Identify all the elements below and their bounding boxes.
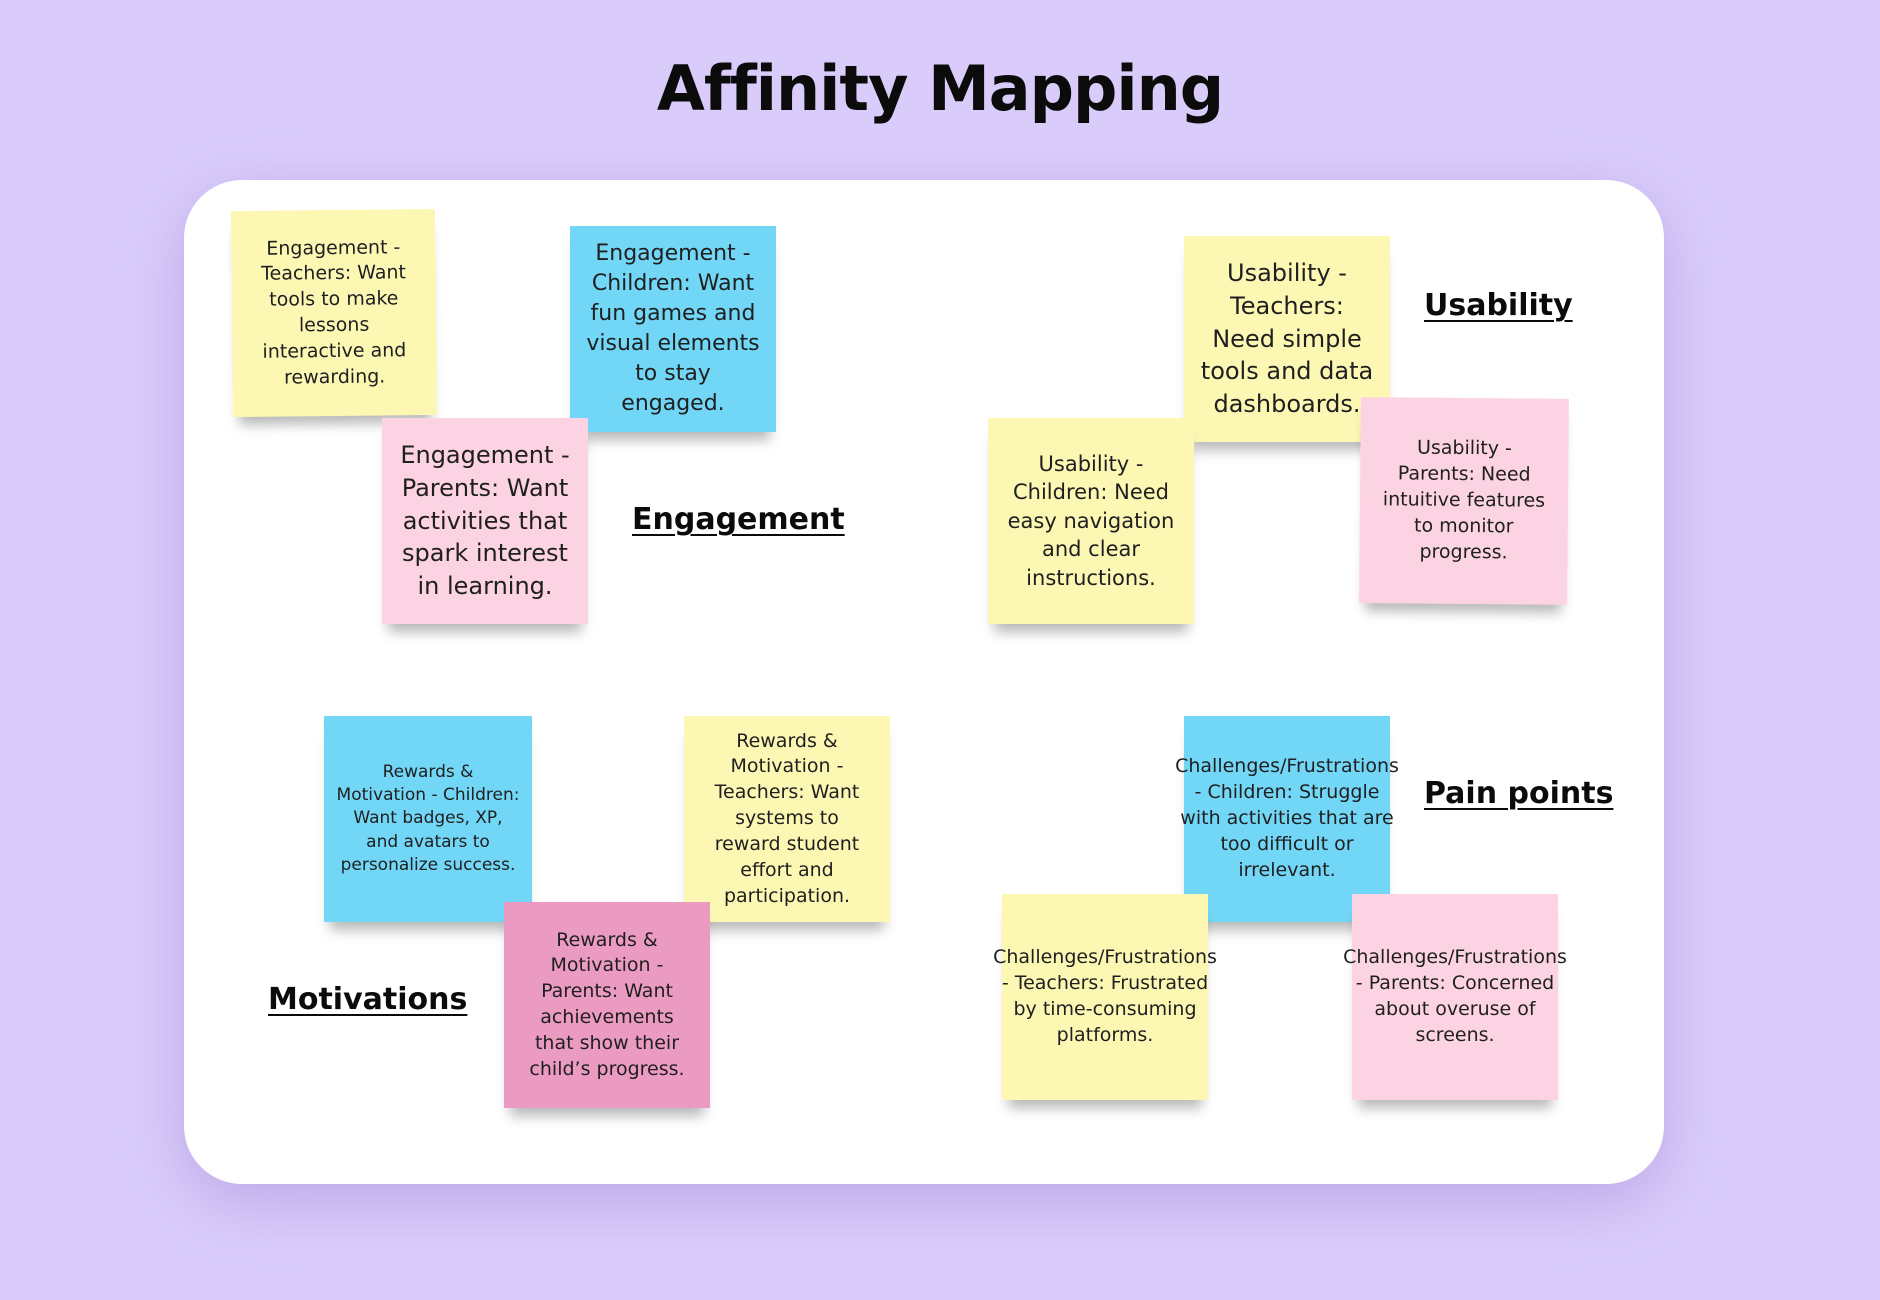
sticky-note-usability-parents[interactable]: Usability - Parents: Need intuitive feat… — [1359, 397, 1569, 605]
sticky-note-motivation-children[interactable]: Rewards & Motivation - Children: Want ba… — [324, 716, 532, 922]
sticky-note-challenges-parents[interactable]: Challenges/Frustrations - Parents: Conce… — [1343, 894, 1567, 1100]
sticky-note-engagement-children[interactable]: Engagement - Children: Want fun games an… — [570, 226, 776, 432]
group-label-motivations: Motivations — [268, 982, 468, 1017]
sticky-note-motivation-parents[interactable]: Rewards & Motivation - Parents: Want ach… — [504, 902, 710, 1108]
sticky-note-text: Challenges/Frustrations - Teachers: Frus… — [993, 946, 1217, 1046]
sticky-note-text: Challenges/Frustrations - Parents: Conce… — [1343, 946, 1567, 1046]
sticky-note-text: Usability - Teachers: Need simple tools … — [1200, 259, 1374, 418]
sticky-note-engagement-parents[interactable]: Engagement - Parents: Want activities th… — [382, 418, 588, 624]
sticky-note-motivation-teachers[interactable]: Rewards & Motivation - Teachers: Want sy… — [684, 716, 890, 922]
sticky-note-text: Engagement - Parents: Want activities th… — [400, 441, 570, 600]
sticky-note-text: Engagement - Teachers: Want tools to mak… — [261, 235, 407, 389]
group-label-pain-points: Pain points — [1424, 776, 1614, 811]
group-label-usability: Usability — [1424, 288, 1573, 323]
sticky-note-challenges-children[interactable]: Challenges/Frustrations - Children: Stru… — [1175, 716, 1399, 922]
sticky-note-text: Usability - Parents: Need intuitive feat… — [1382, 437, 1546, 564]
page-title: Affinity Mapping — [656, 52, 1224, 125]
group-label-engagement: Engagement — [632, 502, 845, 537]
sticky-note-text: Engagement - Children: Want fun games an… — [586, 241, 760, 416]
affinity-board: Engagement - Teachers: Want tools to mak… — [184, 180, 1664, 1184]
sticky-note-engagement-teachers[interactable]: Engagement - Teachers: Want tools to mak… — [230, 208, 438, 418]
sticky-note-text: Rewards & Motivation - Parents: Want ach… — [529, 928, 685, 1080]
sticky-note-text: Challenges/Frustrations - Children: Stru… — [1175, 755, 1399, 881]
sticky-note-usability-children[interactable]: Usability - Children: Need easy navigati… — [988, 418, 1194, 624]
sticky-note-text: Rewards & Motivation - Teachers: Want sy… — [714, 729, 860, 907]
sticky-note-challenges-teachers[interactable]: Challenges/Frustrations - Teachers: Frus… — [993, 894, 1217, 1100]
sticky-note-text: Rewards & Motivation - Children: Want ba… — [336, 762, 520, 875]
sticky-note-text: Usability - Children: Need easy navigati… — [1007, 451, 1175, 590]
sticky-note-usability-teachers[interactable]: Usability - Teachers: Need simple tools … — [1184, 236, 1390, 442]
